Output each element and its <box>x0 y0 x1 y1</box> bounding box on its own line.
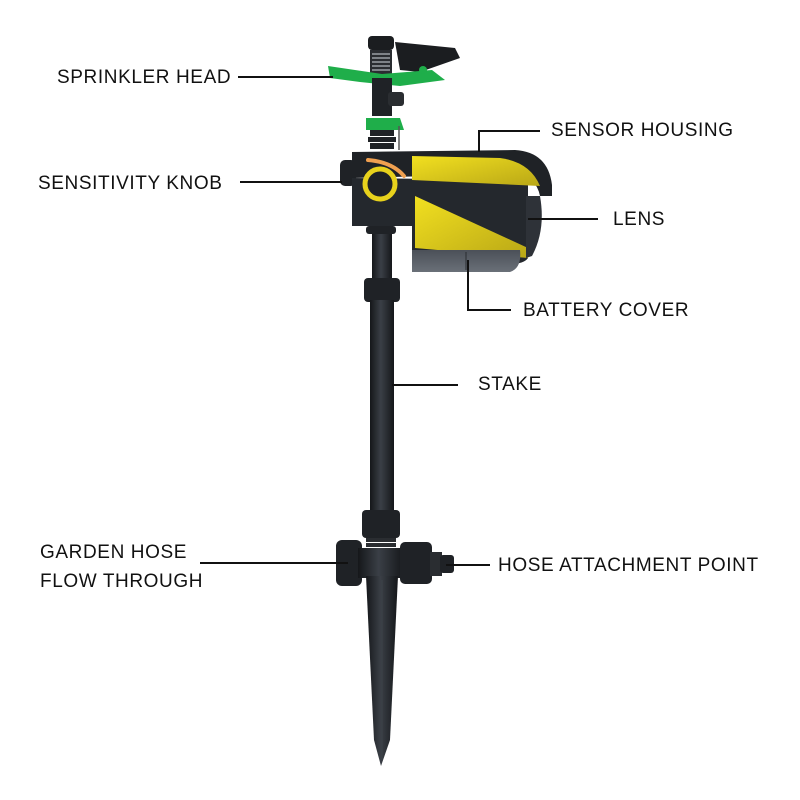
leader-line-sprinkler-head <box>238 76 333 78</box>
leader-line-lens <box>528 218 598 220</box>
label-battery-cover: BATTERY COVER <box>523 300 690 321</box>
label-stake: STAKE <box>478 374 542 395</box>
leader-line-sensitivity-knob <box>240 181 342 183</box>
leader-line-sensor-housing-v <box>478 130 480 152</box>
label-sprinkler-head: SPRINKLER HEAD <box>57 67 232 88</box>
label-hose-attachment-point: HOSE ATTACHMENT POINT <box>498 555 759 576</box>
leader-line-hose-attachment <box>446 564 490 566</box>
stake-graphic <box>362 226 400 547</box>
leader-line-garden-hose <box>200 562 348 564</box>
label-garden-hose-line1: GARDEN HOSE <box>40 542 188 563</box>
leader-line-battery-cover-h <box>467 309 511 311</box>
leader-line-stake <box>392 384 458 386</box>
label-lens: LENS <box>613 209 666 230</box>
sensor-housing-graphic <box>340 150 552 272</box>
label-sensitivity-knob: SENSITIVITY KNOB <box>38 173 223 194</box>
tee-connector-graphic <box>336 540 454 586</box>
label-garden-hose-line2: FLOW THROUGH <box>40 571 204 592</box>
label-sensor-housing: SENSOR HOUSING <box>551 120 734 141</box>
leader-line-battery-cover-v <box>467 260 469 310</box>
leader-line-sensor-housing-h <box>478 130 540 132</box>
sprinkler-head-graphic <box>328 36 460 150</box>
